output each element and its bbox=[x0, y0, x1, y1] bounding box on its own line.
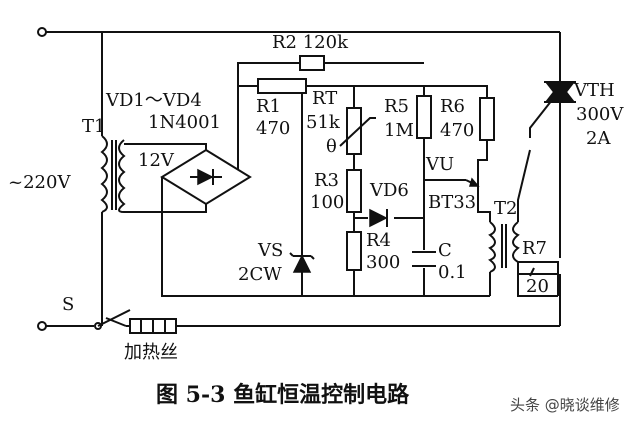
r4-label: R4 bbox=[366, 230, 391, 251]
r1-value: 470 bbox=[256, 118, 290, 139]
r6-label: R6 bbox=[440, 96, 465, 117]
transformer-t2 bbox=[488, 221, 520, 273]
rt-theta: θ bbox=[326, 136, 337, 157]
t1-label: T1 bbox=[82, 116, 105, 137]
switch-s-blade bbox=[97, 309, 131, 327]
resistor-r6 bbox=[479, 97, 495, 141]
vth-voltage: 300V bbox=[576, 104, 624, 125]
rt-value: 51k bbox=[306, 112, 341, 133]
thermistor-rt bbox=[339, 107, 376, 155]
t2-label: T2 bbox=[494, 198, 517, 219]
rt-label: RT bbox=[312, 88, 337, 109]
vs-part-label: 2CW bbox=[238, 264, 282, 285]
t1-secondary-label: 12V bbox=[138, 150, 175, 171]
c-value: 0.1 bbox=[438, 262, 467, 283]
diode-vd6 bbox=[369, 208, 388, 228]
transformer-t1 bbox=[100, 135, 126, 213]
watermark: 头条 @晓谈维修 bbox=[510, 396, 620, 414]
r2-label: R2 120k bbox=[272, 32, 349, 53]
resistor-r1 bbox=[257, 78, 307, 94]
mains-voltage-label: ~220V bbox=[8, 172, 71, 193]
switch-label: S bbox=[62, 294, 74, 315]
vs-label: VS bbox=[257, 240, 283, 261]
heater-element bbox=[129, 318, 177, 334]
zener-diode-vs bbox=[289, 252, 315, 273]
r1-label: R1 bbox=[256, 96, 281, 117]
heater-label: 加热丝 bbox=[124, 342, 178, 363]
r7-wiper-arrow bbox=[529, 267, 535, 277]
r3-label: R3 bbox=[314, 170, 339, 191]
r7-value: 20 bbox=[526, 276, 549, 297]
vu-part-label: BT33 bbox=[428, 192, 476, 213]
capacitor-c bbox=[412, 251, 436, 267]
bridge-rectifier bbox=[160, 148, 252, 206]
mains-terminal-top bbox=[37, 27, 47, 37]
ujt-vu bbox=[465, 164, 480, 196]
figure-caption: 图 5-3 鱼缸恒温控制电路 bbox=[156, 382, 410, 408]
resistor-r4 bbox=[346, 231, 362, 271]
wiring bbox=[46, 31, 561, 327]
bridge-label: VD1～VD4 bbox=[105, 90, 202, 111]
resistor-r7 bbox=[517, 261, 559, 275]
r7-label: R7 bbox=[522, 238, 547, 259]
r5-label: R5 bbox=[384, 96, 409, 117]
vu-label: VU bbox=[425, 154, 454, 175]
vd6-label: VD6 bbox=[369, 180, 409, 201]
resistor-r3 bbox=[346, 169, 362, 213]
r3-value: 100 bbox=[310, 192, 344, 213]
triac-vth bbox=[529, 81, 576, 138]
r4-value: 300 bbox=[366, 252, 400, 273]
r6-value: 470 bbox=[440, 120, 474, 141]
vth-label: VTH bbox=[573, 80, 615, 101]
r5-value: 1M bbox=[384, 120, 414, 141]
resistor-r5 bbox=[416, 95, 432, 139]
resistor-r2 bbox=[299, 55, 325, 71]
mains-terminal-bottom bbox=[37, 321, 47, 331]
bridge-part-label: 1N4001 bbox=[148, 112, 221, 133]
c-label: C bbox=[438, 240, 452, 261]
vth-current: 2A bbox=[586, 128, 611, 149]
